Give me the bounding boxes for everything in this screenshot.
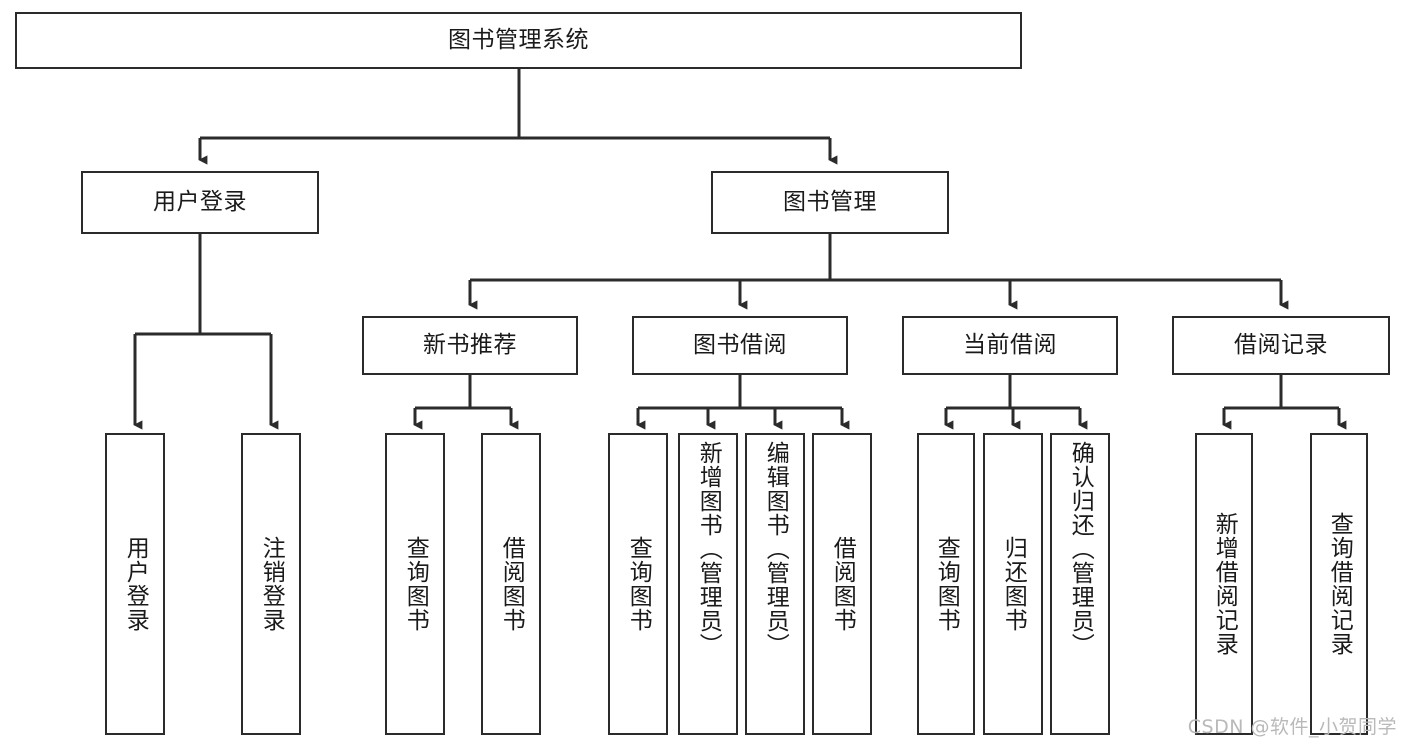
node-label: 借阅图书 xyxy=(498,536,525,632)
node-label: 借阅图书 xyxy=(829,536,856,632)
node-label: 编辑图书（管理员） xyxy=(762,441,789,657)
node-label: 新增借阅记录 xyxy=(1211,512,1238,656)
leaf-add-book-admin[interactable]: 新增图书（管理员） xyxy=(678,433,738,735)
leaf-borrow-book-recommend[interactable]: 借阅图书 xyxy=(481,433,541,735)
node-label: 用户登录 xyxy=(153,188,247,215)
leaf-query-book-recommend[interactable]: 查询图书 xyxy=(385,433,445,735)
node-label: 借阅记录 xyxy=(1234,331,1328,358)
leaf-edit-book-admin[interactable]: 编辑图书（管理员） xyxy=(745,433,805,735)
node-book-borrow[interactable]: 图书借阅 xyxy=(632,316,848,375)
node-label: 图书借阅 xyxy=(693,331,787,358)
node-label: 图书管理 xyxy=(783,188,877,215)
node-new-book-recommend[interactable]: 新书推荐 xyxy=(362,316,578,375)
leaf-user-login[interactable]: 用户登录 xyxy=(105,433,165,735)
node-label: 归还图书 xyxy=(1000,536,1027,632)
node-label: 当前借阅 xyxy=(963,331,1057,358)
node-label: 查询借阅记录 xyxy=(1326,512,1353,656)
node-borrow-records[interactable]: 借阅记录 xyxy=(1172,316,1390,375)
node-label: 确认归还（管理员） xyxy=(1067,441,1094,657)
node-root-system[interactable]: 图书管理系统 xyxy=(15,12,1022,69)
node-user-login[interactable]: 用户登录 xyxy=(81,171,319,234)
leaf-logout[interactable]: 注销登录 xyxy=(241,433,301,735)
leaf-borrow-book[interactable]: 借阅图书 xyxy=(812,433,872,735)
leaf-add-borrow-record[interactable]: 新增借阅记录 xyxy=(1195,433,1253,735)
leaf-confirm-return-admin[interactable]: 确认归还（管理员） xyxy=(1050,433,1110,735)
node-label: 新增图书（管理员） xyxy=(695,441,722,657)
node-label: 图书管理系统 xyxy=(448,26,589,53)
leaf-query-book-current[interactable]: 查询图书 xyxy=(917,433,975,735)
node-label: 注销登录 xyxy=(258,536,285,632)
node-current-borrow[interactable]: 当前借阅 xyxy=(902,316,1118,375)
node-label: 用户登录 xyxy=(122,536,149,632)
node-label: 新书推荐 xyxy=(423,331,517,358)
node-label: 查询图书 xyxy=(402,536,429,632)
leaf-query-book-borrow[interactable]: 查询图书 xyxy=(608,433,668,735)
node-label: 查询图书 xyxy=(933,536,960,632)
leaf-return-book[interactable]: 归还图书 xyxy=(983,433,1043,735)
leaf-query-borrow-record[interactable]: 查询借阅记录 xyxy=(1310,433,1368,735)
node-book-management[interactable]: 图书管理 xyxy=(711,171,949,234)
node-label: 查询图书 xyxy=(625,536,652,632)
